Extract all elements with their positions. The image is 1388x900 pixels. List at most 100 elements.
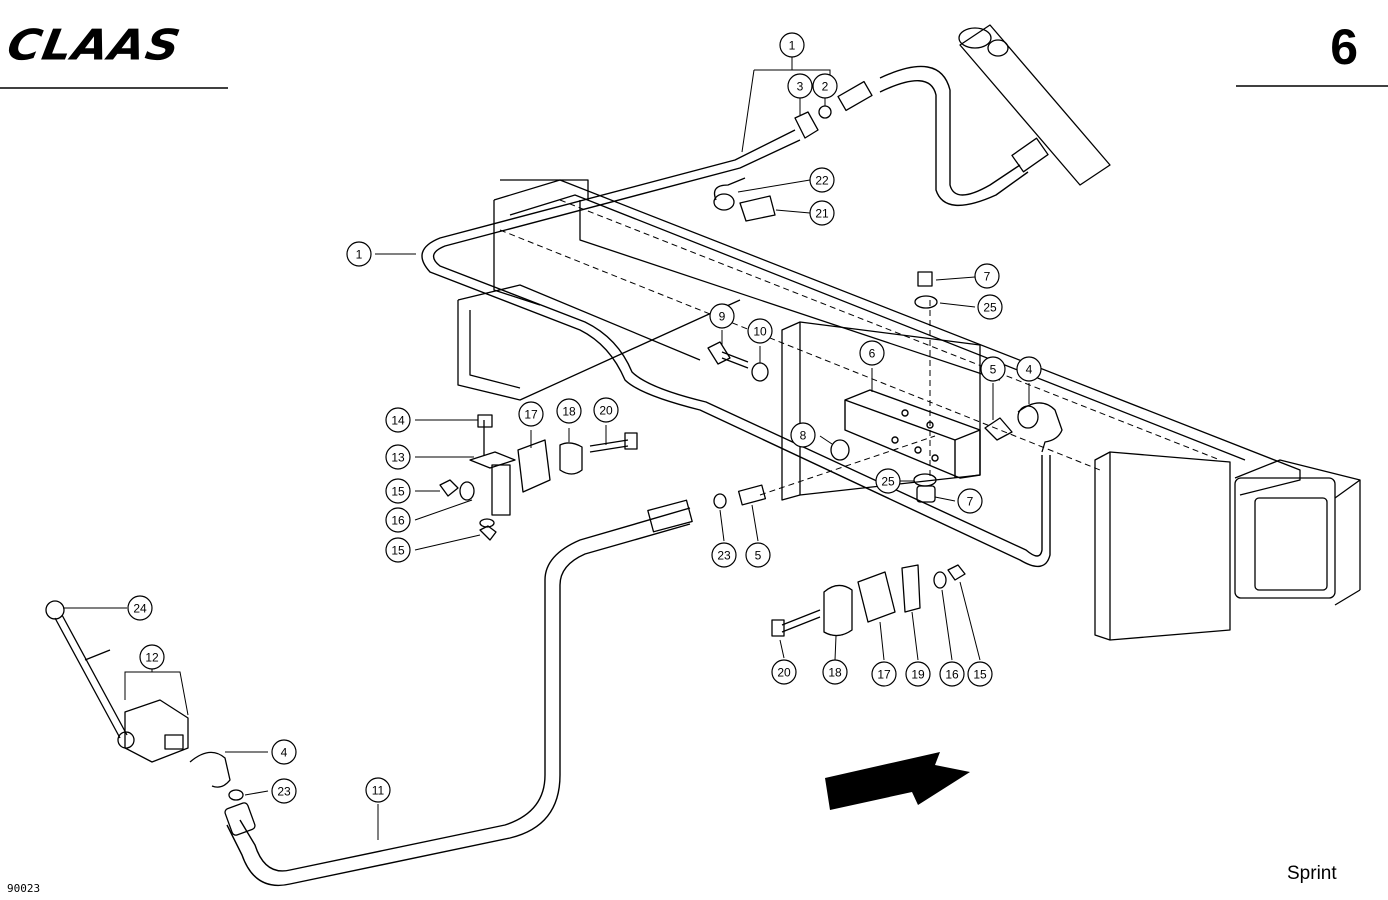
- callout-circle: [809, 167, 835, 193]
- callout-18: 18: [556, 398, 582, 424]
- pipe-rigid: [421, 129, 1051, 568]
- distributor-block-6: [844, 389, 981, 479]
- callout-14: 14: [385, 407, 411, 433]
- frame-beam: [457, 179, 1301, 496]
- callout-circle: [747, 318, 773, 344]
- callout-circle: [385, 537, 411, 563]
- fittings-top: [794, 80, 873, 139]
- callout-circle: [365, 777, 391, 803]
- callout-21: 21: [809, 200, 835, 226]
- model-name: Sprint: [1287, 863, 1337, 884]
- callout-15: 15: [385, 478, 411, 504]
- drawing-number: 90023: [7, 882, 41, 895]
- bolt-9-washer-10: [707, 341, 769, 382]
- callout-23: 23: [711, 542, 737, 568]
- callout-7: 7: [957, 488, 983, 514]
- callout-circle: [859, 340, 885, 366]
- callout-label: 15: [391, 544, 405, 558]
- direction-arrow: [825, 752, 970, 810]
- callout-23: 23: [271, 778, 297, 804]
- callout-circle: [127, 595, 153, 621]
- hand-lever-valve: [45, 600, 189, 763]
- callout-label: 18: [562, 405, 576, 419]
- callout-circle: [875, 468, 901, 494]
- callout-circle: [385, 407, 411, 433]
- plug-8: [830, 439, 850, 461]
- callout-label: 1: [789, 39, 796, 53]
- callout-label: 25: [881, 475, 895, 489]
- fitting-5-washer-23-mid: [647, 484, 767, 533]
- callout-label: 4: [281, 746, 288, 760]
- callout-circle: [556, 398, 582, 424]
- callout-circle: [812, 73, 838, 99]
- upper-cylinder: [958, 24, 1111, 186]
- callout-circle: [385, 507, 411, 533]
- callout-label: 5: [755, 549, 762, 563]
- callout-label: 11: [372, 784, 385, 798]
- callout-label: 17: [524, 408, 538, 422]
- callout-label: 19: [911, 668, 925, 682]
- callout-8: 8: [790, 422, 816, 448]
- clamp-set-left: [439, 414, 638, 541]
- hose-upper: [879, 65, 1029, 207]
- callout-circle: [871, 661, 897, 687]
- fitting-5-elbow-4-right: [984, 402, 1063, 453]
- callout-24: 24: [127, 595, 153, 621]
- callout-circle: [771, 659, 797, 685]
- callout-20: 20: [771, 659, 797, 685]
- callout-circle: [1016, 356, 1042, 382]
- callout-circle: [346, 241, 372, 267]
- callout-18: 18: [822, 659, 848, 685]
- clamp-set-right: [771, 564, 966, 637]
- callout-5: 5: [745, 542, 771, 568]
- callout-label: 15: [973, 668, 987, 682]
- callout-circle: [809, 200, 835, 226]
- callout-1: 1: [779, 32, 805, 58]
- callout-1: 1: [346, 241, 372, 267]
- callout-label: 3: [797, 80, 804, 94]
- callout-label: 23: [277, 785, 291, 799]
- callout-label: 15: [391, 485, 405, 499]
- callout-20: 20: [593, 397, 619, 423]
- callout-label: 24: [133, 602, 147, 616]
- callout-circle: [977, 294, 1003, 320]
- callout-circle: [709, 303, 735, 329]
- callout-7: 7: [974, 263, 1000, 289]
- callout-circle: [711, 542, 737, 568]
- callout-circle: [518, 401, 544, 427]
- callout-circle: [957, 488, 983, 514]
- callout-label: 10: [753, 325, 767, 339]
- callout-label: 9: [719, 310, 726, 324]
- callout-6: 6: [859, 340, 885, 366]
- callout-circle: [593, 397, 619, 423]
- callout-5: 5: [980, 356, 1006, 382]
- callout-label: 5: [990, 363, 997, 377]
- plug-7-ring-25-bottom: [913, 473, 937, 503]
- callout-label: 16: [391, 514, 405, 528]
- hose-flexible: [226, 507, 691, 887]
- clamp-22-21: [713, 177, 776, 222]
- callout-circle: [385, 478, 411, 504]
- callout-circle: [905, 661, 931, 687]
- callout-label: 6: [869, 347, 876, 361]
- callout-circle: [385, 444, 411, 470]
- callout-circle: [939, 661, 965, 687]
- callout-label: 1: [356, 248, 363, 262]
- callout-circle: [779, 32, 805, 58]
- callout-13: 13: [385, 444, 411, 470]
- callout-17: 17: [871, 661, 897, 687]
- callout-label: 25: [983, 301, 997, 315]
- callout-4: 4: [271, 739, 297, 765]
- callout-17: 17: [518, 401, 544, 427]
- callout-label: 17: [877, 668, 891, 682]
- callout-2: 2: [812, 73, 838, 99]
- callout-15: 15: [967, 661, 993, 687]
- callout-label: 16: [945, 668, 959, 682]
- callout-circle: [980, 356, 1006, 382]
- callout-label: 8: [800, 429, 807, 443]
- callout-label: 21: [815, 207, 829, 221]
- callout-label: 14: [391, 414, 405, 428]
